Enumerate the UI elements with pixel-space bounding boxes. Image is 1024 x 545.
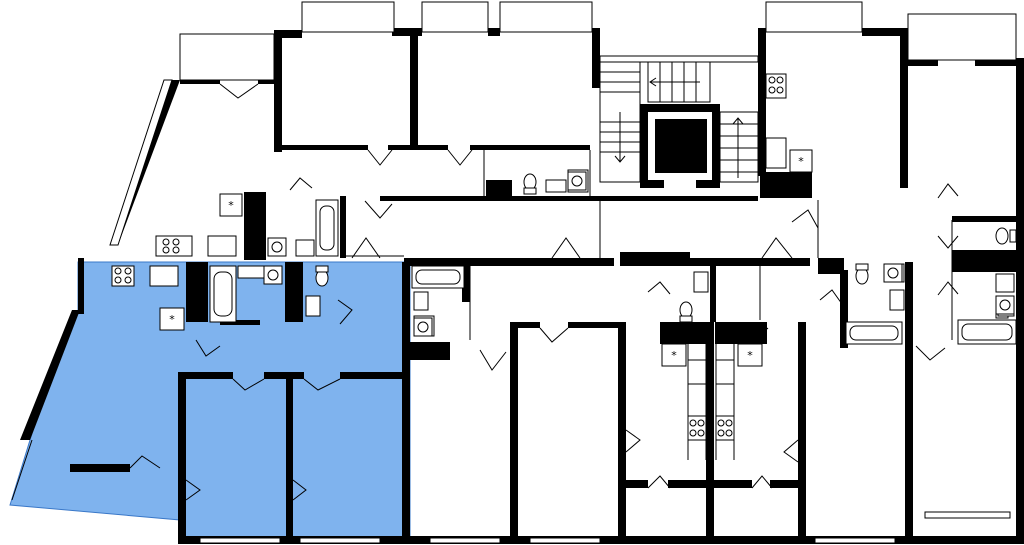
partitions	[346, 150, 953, 340]
svg-text:*: *	[169, 313, 175, 326]
stairs-icon	[599, 61, 759, 183]
asterisk-vent-icon: * * * * *	[159, 149, 813, 367]
windows	[11, 1, 1017, 544]
svg-text:*: *	[671, 349, 677, 362]
svg-text:*: *	[228, 199, 234, 212]
doors	[129, 83, 959, 501]
washing-machine-icon	[263, 171, 1015, 337]
svg-text:*: *	[747, 349, 753, 362]
walls	[20, 28, 1024, 544]
svg-text:*: *	[798, 155, 804, 168]
bathtub-icon	[209, 199, 1017, 345]
stove-icon	[111, 73, 787, 460]
